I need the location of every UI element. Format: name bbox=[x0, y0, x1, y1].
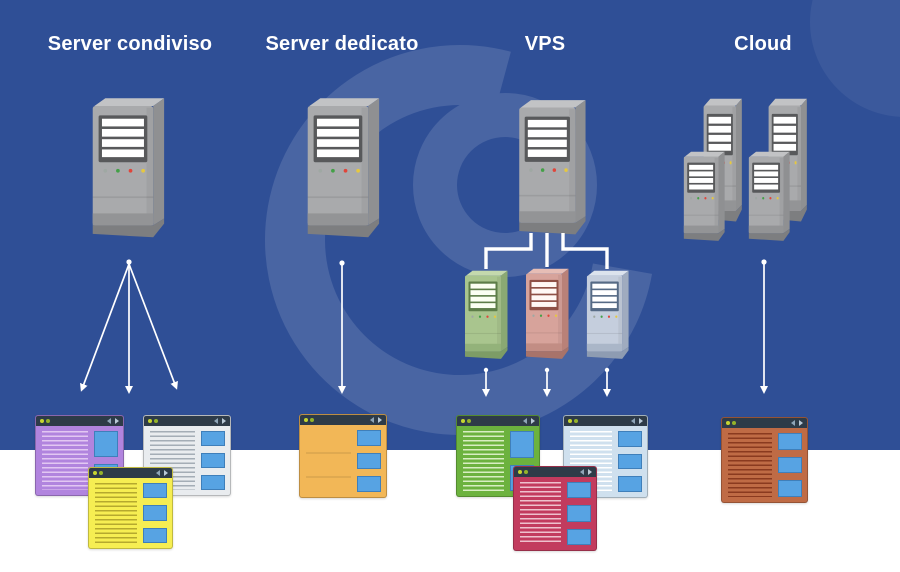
window-dot-icon bbox=[40, 419, 44, 423]
image-placeholders bbox=[201, 431, 225, 490]
window-dot-icon bbox=[310, 418, 314, 422]
website-window-red bbox=[513, 466, 597, 551]
window-dot-icon bbox=[46, 419, 50, 423]
back-arrow-icon bbox=[156, 470, 160, 476]
window-titlebar bbox=[722, 418, 807, 428]
cloud-server-front-right bbox=[748, 151, 790, 241]
column-title-vps: VPS bbox=[524, 33, 566, 55]
column-title-shared: Server condiviso bbox=[47, 33, 213, 55]
website-content bbox=[457, 426, 539, 496]
image-placeholders bbox=[357, 430, 381, 492]
back-arrow-icon bbox=[107, 418, 111, 424]
window-titlebar bbox=[564, 416, 647, 426]
website-window-brown bbox=[721, 417, 808, 503]
website-content bbox=[722, 428, 807, 502]
forward-arrow-icon bbox=[222, 418, 226, 424]
vps-virtual-server-blue bbox=[586, 270, 629, 359]
window-dot-icon bbox=[568, 419, 572, 423]
back-arrow-icon bbox=[791, 420, 795, 426]
server-tower-vps-host bbox=[519, 100, 586, 235]
window-dot-icon bbox=[99, 471, 103, 475]
window-dot-icon bbox=[461, 419, 465, 423]
window-dot-icon bbox=[467, 419, 471, 423]
website-content bbox=[300, 425, 386, 497]
image-placeholders bbox=[143, 483, 167, 543]
window-titlebar bbox=[144, 416, 230, 426]
window-dot-icon bbox=[524, 470, 528, 474]
window-dot-icon bbox=[304, 418, 308, 422]
website-window-purple bbox=[35, 415, 124, 496]
column-title-cloud: Cloud bbox=[734, 33, 792, 55]
server-tower-shared bbox=[92, 98, 165, 238]
back-arrow-icon bbox=[370, 417, 374, 423]
text-lines bbox=[520, 482, 561, 545]
image-placeholders bbox=[618, 431, 642, 493]
column-title-dedicated: Server dedicato bbox=[265, 33, 419, 55]
window-titlebar bbox=[457, 416, 539, 426]
window-dot-icon bbox=[148, 419, 152, 423]
text-lines bbox=[42, 431, 88, 490]
window-titlebar bbox=[36, 416, 123, 426]
window-dot-icon bbox=[726, 421, 730, 425]
forward-arrow-icon bbox=[531, 418, 535, 424]
vps-virtual-server-pink bbox=[526, 268, 569, 359]
website-window-orange bbox=[299, 414, 387, 498]
forward-arrow-icon bbox=[588, 469, 592, 475]
back-arrow-icon bbox=[214, 418, 218, 424]
forward-arrow-icon bbox=[799, 420, 803, 426]
image-placeholders bbox=[567, 482, 591, 545]
forward-arrow-icon bbox=[164, 470, 168, 476]
website-content bbox=[89, 478, 172, 548]
website-content bbox=[514, 477, 596, 550]
window-titlebar bbox=[300, 415, 386, 425]
window-dot-icon bbox=[518, 470, 522, 474]
forward-arrow-icon bbox=[115, 418, 119, 424]
text-lines bbox=[463, 431, 504, 491]
website-window-green bbox=[456, 415, 540, 497]
window-dot-icon bbox=[93, 471, 97, 475]
back-arrow-icon bbox=[631, 418, 635, 424]
server-tower-dedicated bbox=[307, 98, 380, 238]
corner-glow bbox=[810, 0, 900, 117]
back-arrow-icon bbox=[580, 469, 584, 475]
forward-arrow-icon bbox=[639, 418, 643, 424]
window-dot-icon bbox=[574, 419, 578, 423]
text-lines bbox=[306, 430, 351, 492]
website-window-yellow bbox=[88, 467, 173, 549]
text-lines bbox=[728, 433, 772, 497]
cloud-server-front-left bbox=[683, 151, 725, 241]
window-dot-icon bbox=[154, 419, 158, 423]
window-titlebar bbox=[514, 467, 596, 477]
forward-arrow-icon bbox=[378, 417, 382, 423]
window-dot-icon bbox=[732, 421, 736, 425]
vps-virtual-server-green bbox=[465, 270, 508, 359]
image-placeholders bbox=[778, 433, 802, 498]
back-arrow-icon bbox=[523, 418, 527, 424]
text-lines bbox=[95, 483, 137, 543]
window-titlebar bbox=[89, 468, 172, 478]
